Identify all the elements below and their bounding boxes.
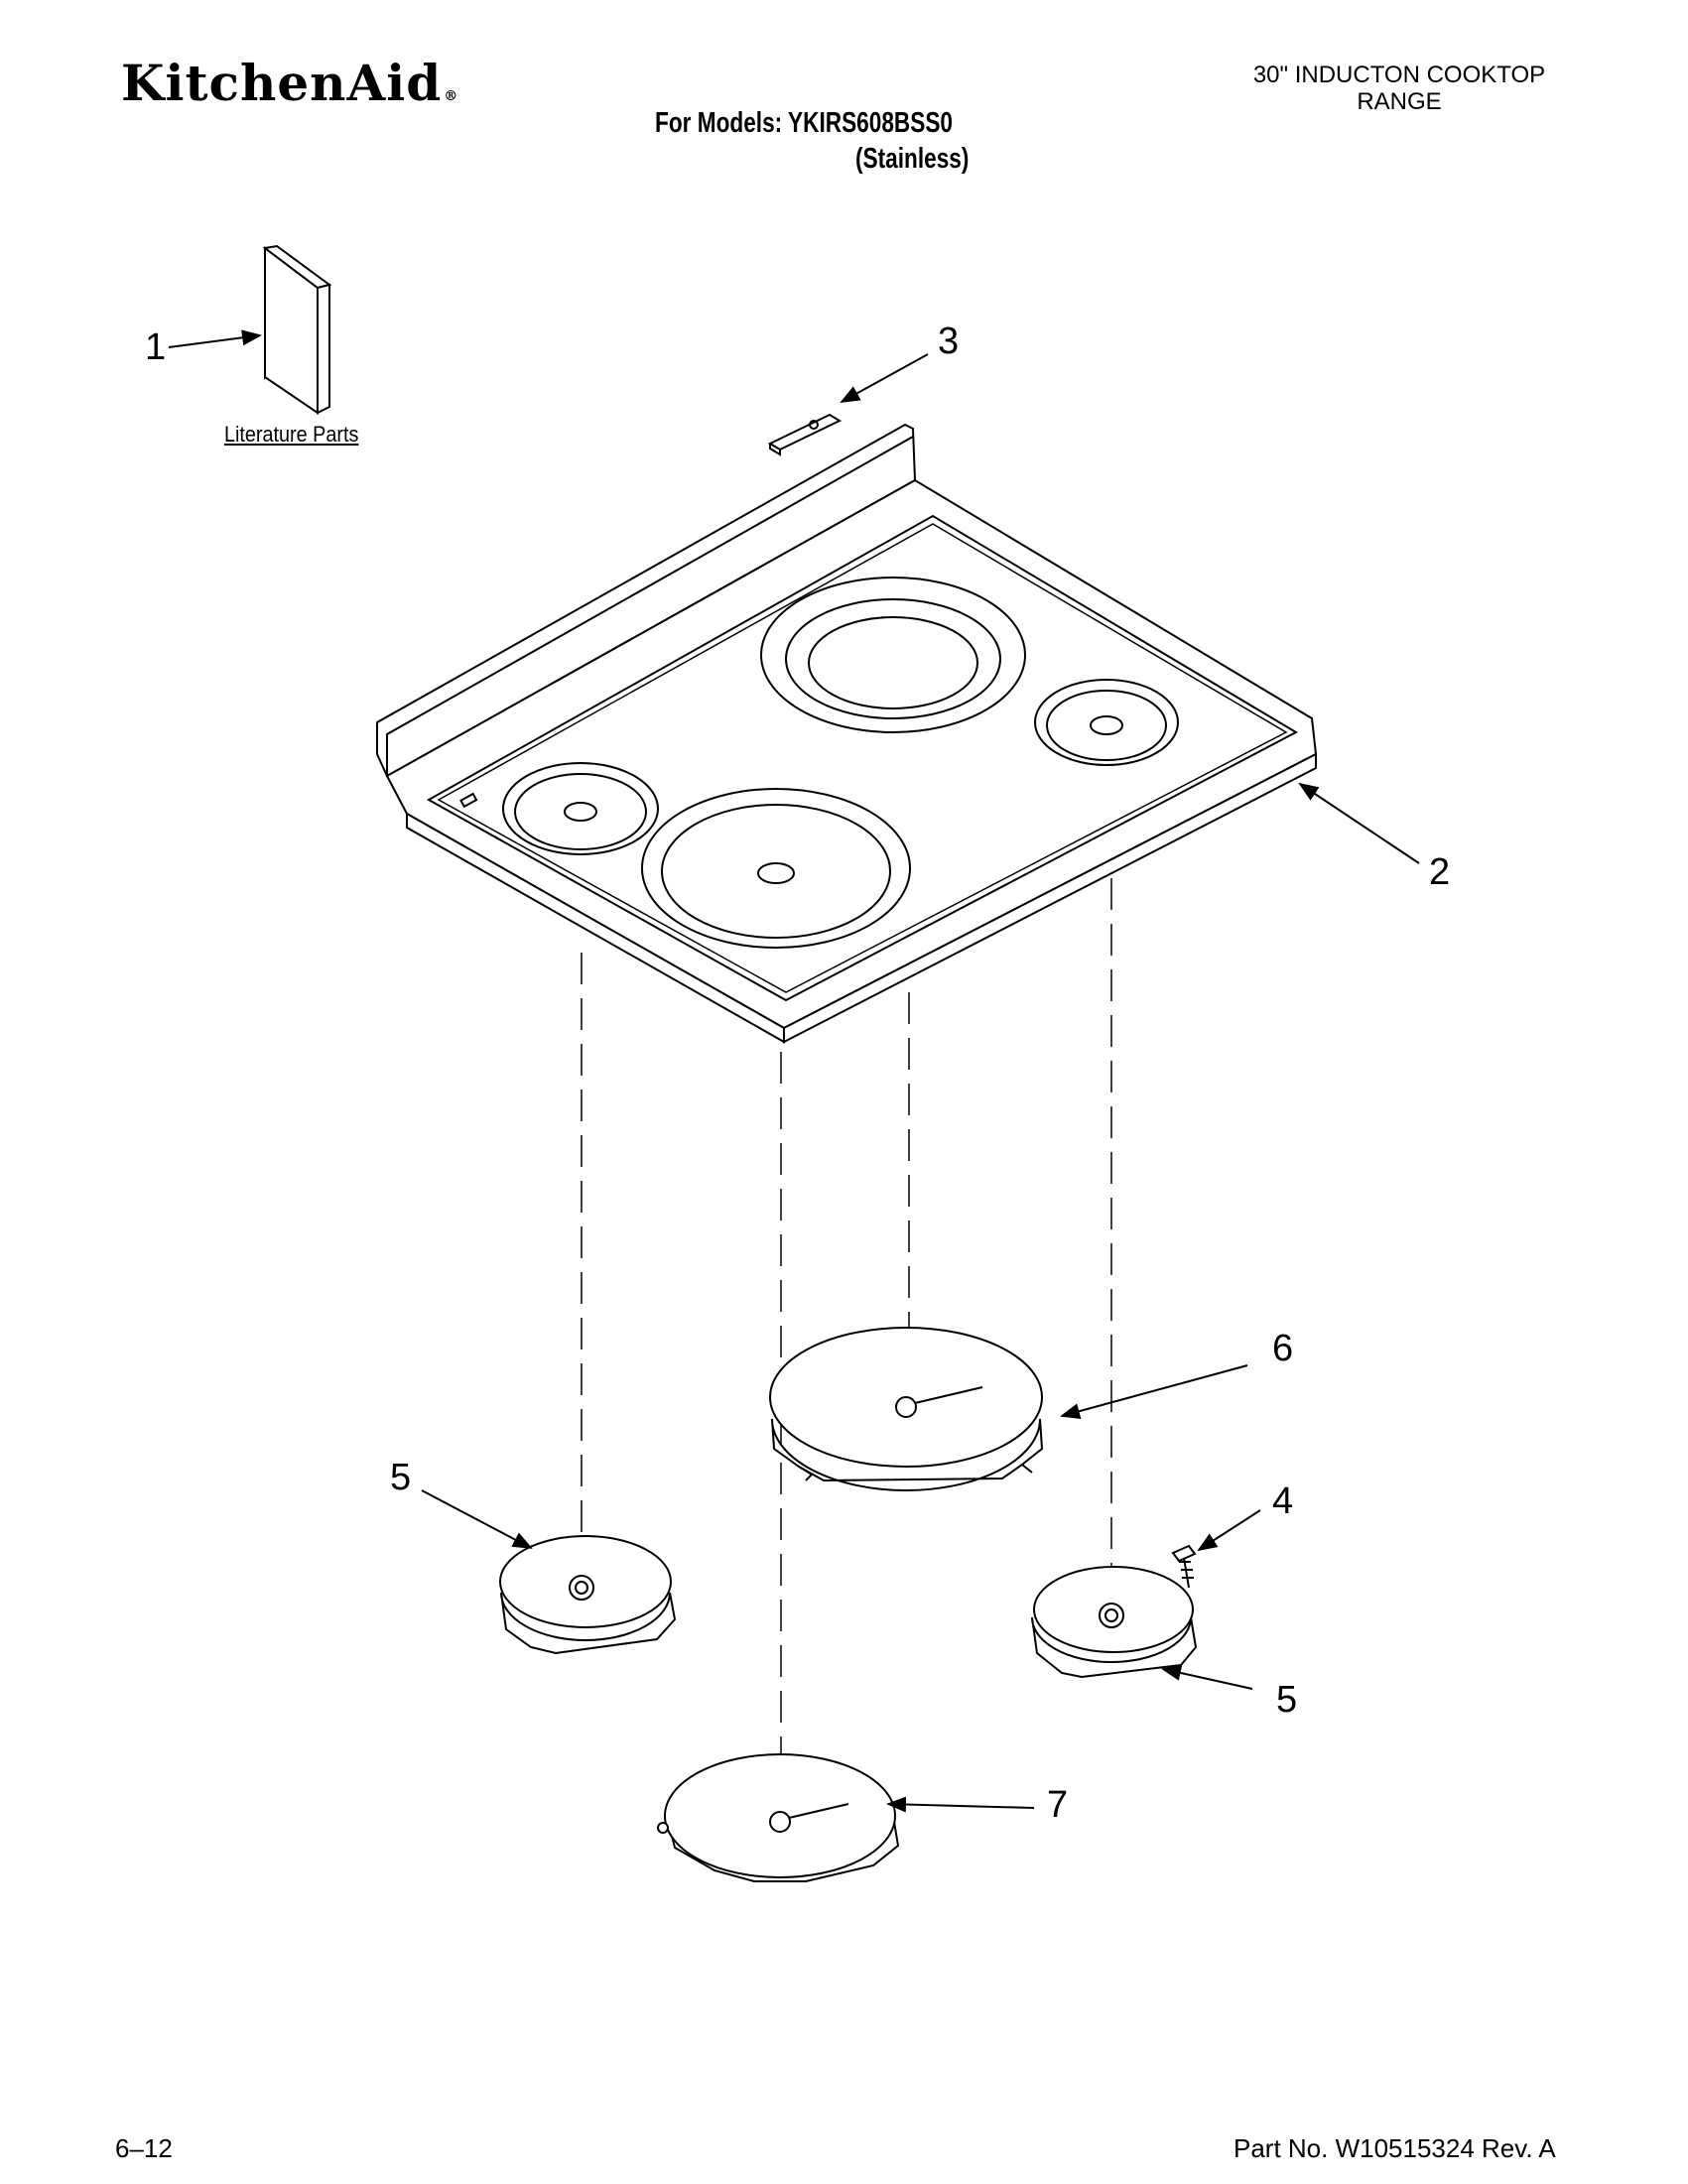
small-induction-element-right-part bbox=[1031, 1566, 1198, 1679]
callout-2: 2 bbox=[1429, 851, 1451, 893]
product-title: 30" INDUCTON COOKTOP RANGE bbox=[1231, 62, 1568, 115]
callout-5-left: 5 bbox=[390, 1457, 412, 1498]
large-induction-element-part bbox=[769, 1327, 1044, 1491]
screw-part bbox=[1171, 1544, 1197, 1589]
callout-6: 6 bbox=[1272, 1328, 1294, 1369]
callout-arrow-5b bbox=[1161, 1665, 1253, 1690]
brand-logo: KitchenAid® bbox=[121, 54, 459, 112]
callout-arrow-6 bbox=[1060, 1364, 1248, 1419]
finish-heading: (Stainless) bbox=[855, 143, 970, 175]
callout-arrow-3 bbox=[840, 353, 929, 403]
medium-induction-element-part bbox=[657, 1753, 900, 1882]
callout-arrow-4 bbox=[1197, 1509, 1261, 1552]
callout-7: 7 bbox=[1047, 1784, 1069, 1826]
product-title-line2: RANGE bbox=[1357, 88, 1442, 115]
small-induction-element-left-part bbox=[499, 1535, 677, 1655]
callout-1: 1 bbox=[145, 326, 167, 368]
models-heading: For Models: YKIRS608BSS0 bbox=[655, 107, 954, 139]
callout-arrow-7 bbox=[886, 1796, 1035, 1813]
callout-arrow-2 bbox=[1298, 782, 1420, 864]
registered-mark: ® bbox=[444, 88, 459, 104]
callout-3: 3 bbox=[938, 321, 960, 362]
alignment-lines bbox=[581, 878, 1112, 1786]
callout-arrow-5a bbox=[421, 1489, 533, 1549]
part-number: Part No. W10515324 Rev. A bbox=[1234, 2133, 1556, 2163]
clip-part bbox=[767, 413, 843, 456]
product-title-line1: 30" INDUCTON COOKTOP bbox=[1252, 62, 1546, 88]
literature-booklet-part bbox=[262, 244, 332, 415]
revision-date: 6–12 bbox=[115, 2133, 173, 2163]
cooktop-glass-part bbox=[376, 423, 1318, 1044]
callout-5-right: 5 bbox=[1276, 1679, 1298, 1721]
literature-parts-label: Literature Parts bbox=[224, 422, 359, 447]
callout-arrow-1 bbox=[168, 329, 262, 348]
callout-4: 4 bbox=[1272, 1480, 1294, 1522]
